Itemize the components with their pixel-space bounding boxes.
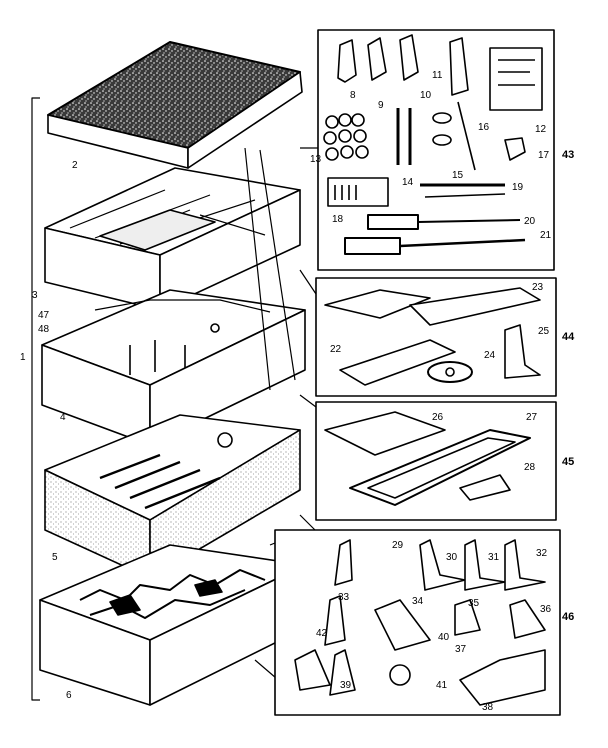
callout-4: 4: [60, 412, 66, 423]
callout-19: 19: [512, 182, 524, 193]
callout-14: 14: [402, 177, 414, 188]
callout-10: 10: [420, 90, 432, 101]
callout-43: 43: [562, 149, 574, 161]
callout-36: 36: [540, 604, 552, 615]
callout-34: 34: [412, 596, 424, 607]
parts-box-46: [274, 529, 561, 716]
callout-8: 8: [350, 90, 356, 101]
parts-box-44: [315, 277, 557, 397]
callout-30: 30: [446, 552, 458, 563]
case-tray-upper: [44, 167, 301, 311]
case-base: [39, 544, 306, 706]
callout-40: 40: [438, 632, 450, 643]
callout-45: 45: [562, 456, 574, 468]
callout-17: 17: [538, 150, 550, 161]
callout-16: 16: [478, 122, 490, 133]
callout-5: 5: [52, 552, 58, 563]
callout-33: 33: [338, 592, 350, 603]
case-tray-middle: [41, 289, 306, 446]
callout-29: 29: [392, 540, 404, 551]
callout-35: 35: [468, 598, 480, 609]
callout-labels: 1 2 3 4 5 6 8 9 10 11 12 13 14 15 16 17 …: [20, 70, 575, 713]
callout-13: 13: [310, 154, 322, 165]
callout-42: 42: [316, 628, 328, 639]
callout-3: 3: [32, 290, 38, 301]
callout-22: 22: [330, 344, 342, 355]
callout-21: 21: [540, 230, 552, 241]
callout-39: 39: [340, 680, 352, 691]
bracket-line: [31, 97, 40, 701]
callout-44: 44: [562, 331, 575, 343]
callout-25: 25: [538, 326, 550, 337]
callout-1: 1: [20, 352, 26, 363]
callout-2: 2: [72, 160, 78, 171]
callout-38: 38: [482, 702, 494, 713]
callout-27: 27: [526, 412, 538, 423]
callout-41: 41: [436, 680, 448, 691]
callout-47: 47: [38, 310, 50, 321]
callout-28: 28: [524, 462, 536, 473]
parts-box-43: [317, 29, 555, 271]
case-lid: [47, 41, 303, 169]
callout-37: 37: [455, 644, 467, 655]
callout-18: 18: [332, 214, 344, 225]
callout-9: 9: [378, 100, 384, 111]
callout-48: 48: [38, 324, 50, 335]
callout-20: 20: [524, 216, 536, 227]
callout-26: 26: [432, 412, 444, 423]
case-tray-lower: [44, 414, 301, 579]
callout-32: 32: [536, 548, 548, 559]
callout-15: 15: [452, 170, 464, 181]
callout-24: 24: [484, 350, 496, 361]
callout-12: 12: [535, 124, 547, 135]
callout-6: 6: [66, 690, 72, 701]
callout-11: 11: [432, 70, 443, 81]
callout-46: 46: [562, 611, 574, 623]
parts-box-45: [315, 401, 557, 521]
callout-23: 23: [532, 282, 544, 293]
callout-31: 31: [488, 552, 500, 563]
